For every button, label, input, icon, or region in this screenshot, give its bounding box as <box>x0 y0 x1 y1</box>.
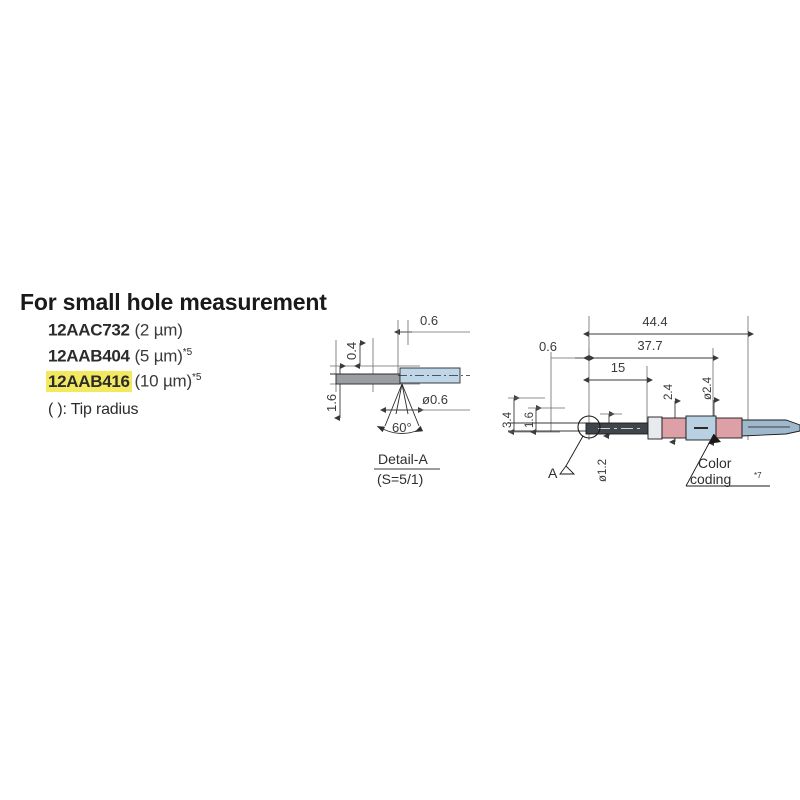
model-row-highlighted: 12AAB416 (10 µm)*5 <box>46 370 330 392</box>
main-dim-height-large-label: 3.4 <box>502 411 514 428</box>
probe-collar <box>647 416 663 440</box>
main-dim-segment: 15 <box>583 360 653 383</box>
color-coding-label-2: coding <box>690 471 731 487</box>
color-coding-note: *7 <box>754 471 762 480</box>
detail-shank <box>335 373 401 385</box>
probe-color-band-red-2 <box>715 417 743 439</box>
model-code: 12AAC732 <box>48 321 130 341</box>
model-row: 12AAB404 (5 µm)*5 <box>48 347 330 366</box>
main-dim-body-dia-label: ø2.4 <box>702 376 714 400</box>
main-dim-overall-label: 44.4 <box>642 314 667 329</box>
tip-radius-legend: ( ): Tip radius <box>48 401 139 419</box>
detail-tip-cone <box>384 383 420 427</box>
main-dim-offset-label: 0.6 <box>539 339 557 354</box>
detail-leader-a <box>565 435 584 467</box>
main-dim-height-small-label: 1.6 <box>524 412 536 428</box>
detail-dim-angle: 60° <box>376 420 424 435</box>
main-dim-segment-label: 15 <box>611 360 625 375</box>
main-dim-shaft: 37.7 <box>583 338 719 361</box>
model-spec: (10 µm) <box>134 371 192 391</box>
detail-dim-tipdia-label: ø0.6 <box>422 392 448 407</box>
main-dim-stem-dia-label: ø1.2 <box>597 459 609 482</box>
color-coding-callout: Color coding *7 <box>685 433 770 487</box>
main-dim-height-small: 1.6 <box>524 405 565 435</box>
detail-dim-top-label: 0.6 <box>420 313 438 328</box>
probe-body-blue <box>685 415 717 441</box>
probe-color-band-red-1 <box>661 417 687 439</box>
main-dim-offset: 0.6 <box>539 339 595 361</box>
detail-marker-label: A <box>548 465 558 481</box>
main-dim-body-dia: ø2.4 <box>702 376 720 446</box>
model-code-highlighted: 12AAB416 <box>46 370 132 392</box>
detail-dim-tipdia: ø0.6 <box>380 392 470 413</box>
model-spec: (2 µm) <box>134 321 183 341</box>
main-dim-body-height-label: 2.4 <box>663 383 675 400</box>
page-title: For small hole measurement <box>20 289 327 315</box>
probe-tail <box>741 419 800 437</box>
main-dim-stem-dia: ø1.2 <box>597 411 622 482</box>
model-code: 12AAB404 <box>48 346 130 366</box>
detail-a-view: 0.6 0.4 1.6 <box>324 313 470 487</box>
detail-dim-top: 0.6 <box>394 313 470 380</box>
detail-circle-a <box>577 415 601 439</box>
detail-caption: Detail-A <box>378 451 428 467</box>
model-note: *5 <box>191 372 202 384</box>
main-dim-height-large: 3.4 <box>502 395 560 435</box>
detail-stylus-bar <box>399 367 461 384</box>
color-coding-label-1: Color <box>698 455 732 471</box>
detail-scale: (S=5/1) <box>377 471 423 487</box>
probe-stem <box>585 422 649 435</box>
main-dim-body-height: 2.4 <box>663 383 681 445</box>
model-row: 12AAC732 (2 µm) <box>48 321 330 340</box>
detail-arrow-a <box>559 465 576 475</box>
product-text-block: For small hole measurement 12AAC732 (2 µ… <box>20 289 330 419</box>
model-spec: (5 µm) <box>134 346 183 366</box>
detail-dim-upper: 0.4 <box>344 340 366 369</box>
main-dim-overall: 44.4 <box>583 314 754 337</box>
detail-dim-angle-label: 60° <box>392 420 412 435</box>
main-probe-view: 44.4 37.7 0.6 15 <box>502 314 800 487</box>
main-dim-shaft-label: 37.7 <box>637 338 662 353</box>
model-note: *5 <box>182 346 193 358</box>
detail-dim-upper-label: 0.4 <box>344 342 359 360</box>
